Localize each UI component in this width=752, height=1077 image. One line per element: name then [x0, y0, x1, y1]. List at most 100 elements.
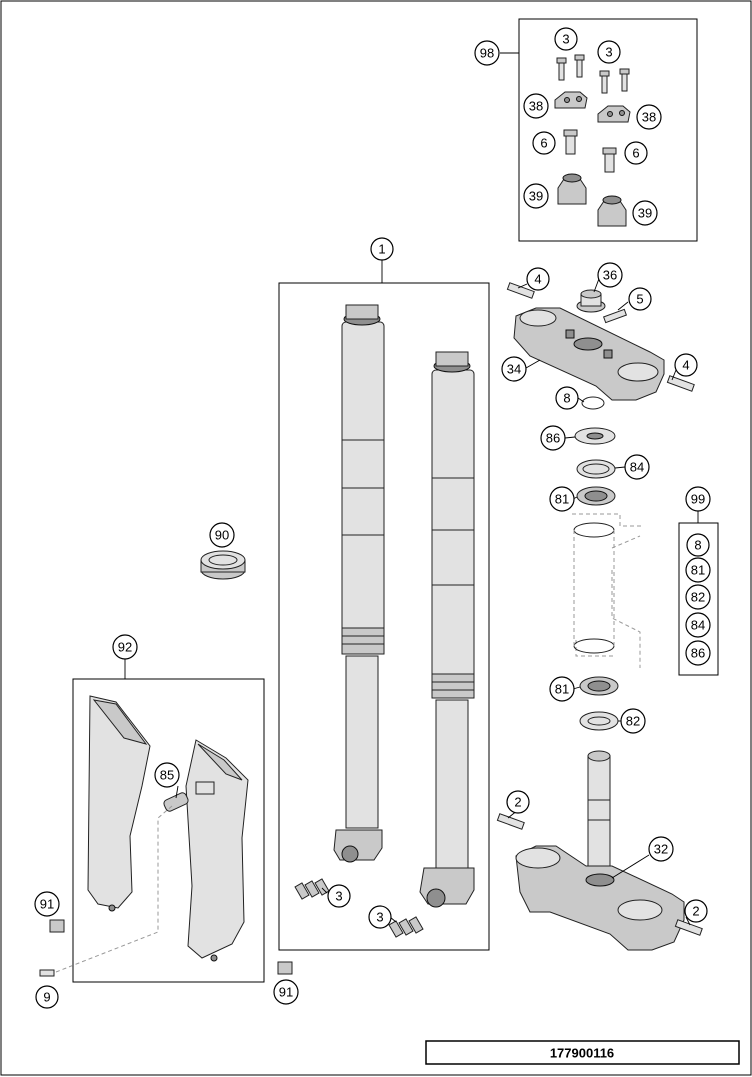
- callout-84-b: 84: [685, 612, 711, 638]
- kit-92-frame: [72, 678, 265, 983]
- svg-text:82: 82: [626, 714, 640, 729]
- svg-text:32: 32: [654, 842, 668, 857]
- kit-98-frame: [518, 18, 698, 242]
- callout-82-b: 82: [620, 708, 646, 734]
- callout-91-a: 91: [34, 891, 60, 917]
- o-ring: [581, 396, 605, 410]
- fork-leg-right: [419, 351, 475, 908]
- svg-text:3: 3: [335, 889, 342, 904]
- callout-90: 90: [209, 522, 235, 548]
- upper-triple-clamp: [513, 307, 665, 401]
- svg-text:34: 34: [507, 362, 521, 377]
- handlebar-bolt-right: [604, 151, 615, 173]
- svg-text:38: 38: [642, 110, 656, 125]
- callout-3-d: 3: [368, 905, 392, 929]
- reference-number-box: 177900116: [425, 1040, 740, 1065]
- upper-clamp-left: [554, 91, 588, 109]
- svg-text:8: 8: [563, 391, 570, 406]
- svg-text:98: 98: [480, 46, 494, 61]
- fork-guard-right: [185, 739, 249, 962]
- callout-39-a: 39: [523, 183, 549, 209]
- svg-text:4: 4: [534, 272, 541, 287]
- svg-text:84: 84: [630, 460, 644, 475]
- callout-81-a: 81: [549, 486, 575, 512]
- callout-9: 9: [35, 985, 59, 1009]
- callout-38-a: 38: [523, 93, 549, 119]
- callout-3-c: 3: [327, 884, 351, 908]
- callout-81-c: 81: [549, 676, 575, 702]
- guard-bolt-9: [39, 969, 55, 977]
- svg-text:3: 3: [562, 32, 569, 47]
- fork-guard-left: [87, 695, 151, 912]
- reference-number: 177900116: [550, 1046, 614, 1061]
- lower-clamp-bolt-left: [496, 813, 525, 830]
- callout-84-a: 84: [624, 454, 650, 480]
- svg-text:3: 3: [605, 45, 612, 60]
- kit-1-frame: [278, 282, 490, 951]
- handlebar-bolt-left: [565, 133, 576, 155]
- guard-clip-85: [163, 781, 215, 812]
- svg-text:84: 84: [691, 618, 705, 633]
- svg-text:2: 2: [692, 904, 699, 919]
- svg-text:6: 6: [632, 146, 639, 161]
- callout-91-b: 91: [273, 979, 299, 1005]
- clamp-bolt: [556, 54, 630, 94]
- svg-text:82: 82: [691, 590, 705, 605]
- svg-text:38: 38: [529, 99, 543, 114]
- svg-text:36: 36: [603, 268, 617, 283]
- triple-clamp-bolt-top: [506, 282, 535, 299]
- callout-34: 34: [501, 356, 527, 382]
- svg-text:5: 5: [636, 292, 643, 307]
- svg-text:81: 81: [691, 563, 705, 578]
- svg-text:39: 39: [638, 206, 652, 221]
- callout-38-b: 38: [636, 104, 662, 130]
- callout-2-b: 2: [684, 899, 708, 923]
- svg-text:91: 91: [40, 897, 54, 912]
- callout-81-b: 81: [685, 557, 711, 583]
- callout-98: 98: [474, 40, 500, 66]
- upper-clamp-right: [597, 105, 631, 123]
- callout-3-b: 3: [597, 40, 621, 64]
- kit-98-parts: [554, 54, 631, 227]
- callout-36: 36: [597, 262, 623, 288]
- callout-92: 92: [112, 634, 138, 660]
- lower-triple-clamp: [515, 750, 685, 951]
- svg-text:81: 81: [555, 682, 569, 697]
- seal-84: [576, 459, 616, 479]
- seal-82: [579, 711, 619, 731]
- guard-screw-91: [49, 919, 65, 933]
- steering-stem-bolt: [602, 308, 628, 324]
- svg-text:3: 3: [376, 910, 383, 925]
- svg-text:92: 92: [118, 640, 132, 655]
- svg-text:90: 90: [215, 528, 229, 543]
- svg-text:91: 91: [279, 985, 293, 1000]
- svg-text:2: 2: [514, 795, 521, 810]
- svg-text:86: 86: [546, 431, 560, 446]
- guard-screw-91-right: [277, 961, 293, 975]
- svg-text:6: 6: [540, 136, 547, 151]
- callout-86-a: 86: [540, 425, 566, 451]
- svg-text:4: 4: [682, 358, 689, 373]
- callout-99: 99: [685, 486, 711, 512]
- svg-text:8: 8: [694, 538, 701, 553]
- callout-32: 32: [648, 836, 674, 862]
- kit-99-frame: [678, 522, 719, 676]
- callout-82-a: 82: [685, 584, 711, 610]
- svg-text:86: 86: [691, 646, 705, 661]
- steering-nut-36: [576, 289, 606, 313]
- callout-8-b: 8: [686, 533, 710, 557]
- callout-8-a: 8: [555, 386, 579, 410]
- callout-3-a: 3: [554, 27, 578, 51]
- leader-lines: [124, 52, 699, 926]
- callout-2-a: 2: [506, 790, 530, 814]
- callout-4-b: 4: [674, 353, 698, 377]
- axle-clamp-bolts-left: [294, 878, 330, 900]
- svg-text:99: 99: [691, 492, 705, 507]
- callout-5: 5: [628, 287, 652, 311]
- svg-text:85: 85: [160, 768, 174, 783]
- steering-stem: [587, 755, 611, 877]
- callout-39-b: 39: [632, 200, 658, 226]
- svg-text:1: 1: [378, 242, 385, 257]
- guard-bolt-path: [55, 805, 173, 973]
